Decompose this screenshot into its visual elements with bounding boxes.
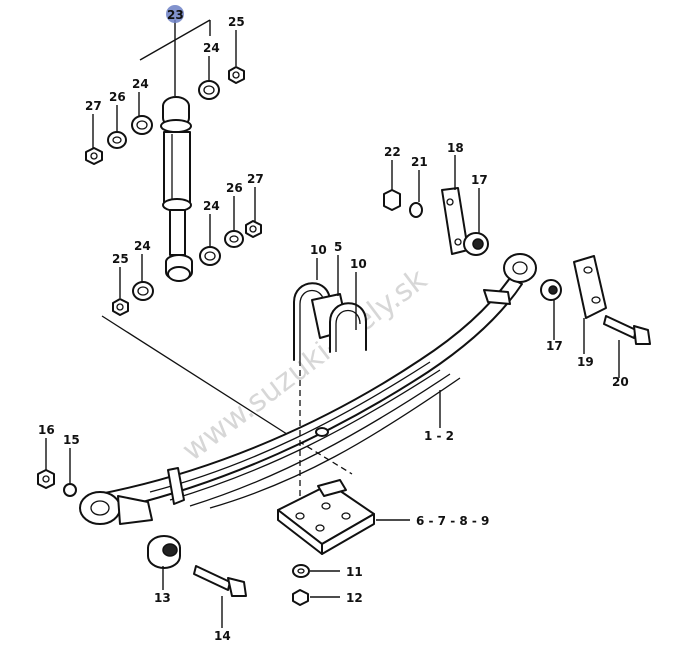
washer-21[interactable]	[409, 202, 423, 218]
bushing-17-upper[interactable]	[463, 232, 489, 256]
callout-24-lower-right: 24	[203, 199, 220, 213]
nut-27-lower[interactable]	[245, 220, 262, 238]
callout-27-upper: 27	[85, 99, 102, 113]
callout-19: 19	[577, 355, 594, 369]
callout-20: 20	[612, 375, 629, 389]
washer-15[interactable]	[63, 483, 77, 497]
callout-14: 14	[214, 629, 231, 643]
callout-26-upper: 26	[109, 90, 126, 104]
u-bolt-10-right[interactable]	[329, 302, 367, 353]
callout-13: 13	[154, 591, 171, 605]
callout-24-upper-left: 24	[132, 77, 149, 91]
spring-seat-plate-6-9[interactable]	[277, 479, 375, 555]
shackle-plate-19[interactable]	[573, 255, 607, 319]
nut-25-upper[interactable]	[228, 66, 245, 84]
callout-11: 11	[346, 565, 363, 579]
bushing-17-lower[interactable]	[540, 279, 562, 301]
washer-26-lower[interactable]	[224, 230, 244, 248]
callout-17-lower: 17	[546, 339, 563, 353]
nut-16[interactable]	[37, 469, 55, 489]
callout-labels: 23 25 24 24 26 27 24 26 27 24 25 10 5 10…	[38, 5, 629, 643]
callout-25-upper: 25	[228, 15, 245, 29]
callout-25-lower: 25	[112, 252, 129, 266]
leaf-spring-assembly[interactable]	[79, 253, 537, 525]
callout-17-upper: 17	[471, 173, 488, 187]
bushing-24-lower-right[interactable]	[199, 246, 221, 266]
bushing-24-lower-left[interactable]	[132, 281, 154, 301]
callout-23: 23	[167, 8, 184, 22]
leader-lines	[45, 19, 620, 628]
callout-18: 18	[447, 141, 464, 155]
nut-25-lower[interactable]	[112, 298, 129, 316]
bushing-13[interactable]	[147, 535, 181, 569]
assembly-line-shock	[101, 315, 291, 437]
nut-12[interactable]	[292, 589, 309, 606]
shock-absorber[interactable]	[160, 96, 193, 282]
callout-10-left: 10	[310, 243, 327, 257]
callout-24-upper-right: 24	[203, 41, 220, 55]
callout-10-right: 10	[350, 257, 367, 271]
callout-24-lower-left: 24	[134, 239, 151, 253]
callout-1-2: 1 - 2	[424, 429, 454, 443]
bushing-24-upper-left[interactable]	[131, 115, 153, 135]
washer-11[interactable]	[292, 564, 310, 578]
callout-12: 12	[346, 591, 363, 605]
bolt-20[interactable]	[603, 315, 651, 345]
washer-26-upper[interactable]	[107, 131, 127, 149]
callout-21: 21	[411, 155, 428, 169]
callout-23-highlight	[166, 5, 184, 23]
nut-27-upper[interactable]	[85, 147, 103, 165]
callout-5: 5	[334, 240, 342, 254]
callout-6-9: 6 - 7 - 8 - 9	[416, 514, 489, 528]
callout-27-lower: 27	[247, 172, 264, 186]
callout-15: 15	[63, 433, 80, 447]
bolt-14[interactable]	[193, 565, 247, 597]
nut-22[interactable]	[383, 189, 401, 211]
bushing-24-upper-right[interactable]	[198, 80, 220, 100]
callout-22: 22	[384, 145, 401, 159]
callout-16: 16	[38, 423, 55, 437]
callout-26-lower: 26	[226, 181, 243, 195]
